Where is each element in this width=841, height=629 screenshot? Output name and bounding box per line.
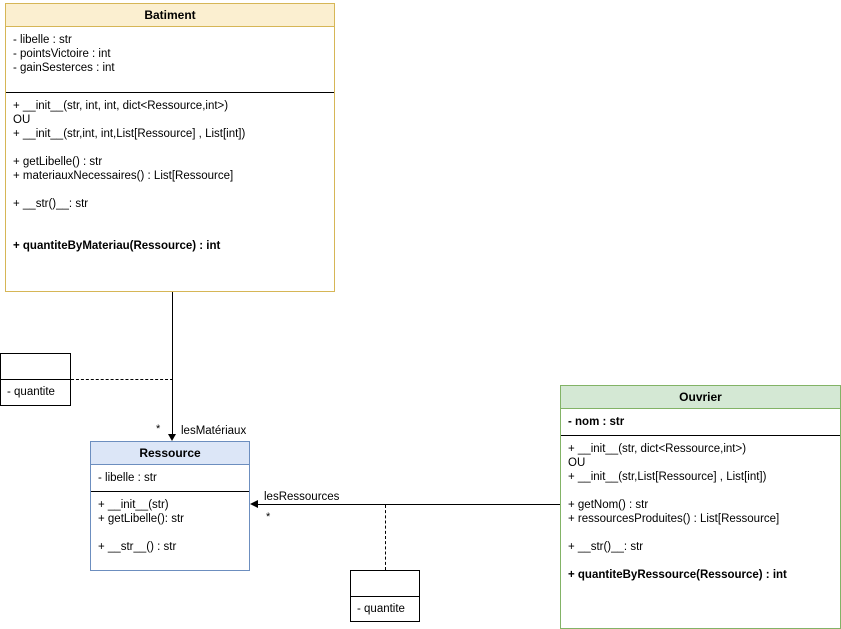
member-line: - pointsVictoire : int [13, 48, 111, 60]
association-class-materiau-attribute: - quantite [7, 386, 55, 398]
arrowhead-batiment-ressource [168, 434, 176, 441]
spacer-line [13, 141, 328, 155]
member-line: + __init__(str, dict<Ressource,int>) [568, 443, 747, 455]
class-box-batiment[interactable]: Batiment - libelle : str - pointsVictoire… [5, 3, 335, 292]
member-line: + __init__(str,int, int,List[Ressource] … [13, 128, 246, 140]
class-operations-batiment: + __init__(str, int, int, dict<Ressource… [6, 93, 334, 259]
member-line: OU [568, 457, 586, 469]
member-line: + __init__(str) [98, 499, 169, 511]
association-class-materiau-header [1, 354, 70, 380]
member-line: + getLibelle() : str [13, 156, 103, 168]
member-line: + __init__(str,List[Ressource] , List[in… [568, 471, 767, 483]
member-line: OU [13, 114, 31, 126]
class-attributes-ouvrier: - nom : str [561, 409, 840, 436]
spacer-line [13, 183, 328, 197]
member-line: + __str()__: str [13, 198, 89, 210]
class-title-ouvrier: Ouvrier [561, 386, 840, 409]
member-line: - gainSesterces : int [13, 62, 115, 74]
member-line: + ressourcesProduites() : List[Ressource… [568, 513, 780, 525]
association-class-ressource-header [351, 571, 419, 597]
class-operations-ressource: + __init__(str) + getLibelle(): str + __st… [91, 492, 249, 560]
class-box-ressource[interactable]: Ressource - libelle : str + __init__(str… [90, 441, 250, 571]
association-label-lesmateriaux: lesMatériaux [181, 425, 247, 437]
class-title-batiment: Batiment [6, 4, 334, 27]
spacer-line [568, 554, 834, 568]
class-attributes-batiment: - libelle : str - pointsVictoire : int - g… [6, 27, 334, 93]
member-line: - libelle : str [98, 472, 157, 484]
association-line-batiment-ressource [172, 291, 173, 434]
spacer-line [13, 225, 328, 239]
multiplicity-batiment-ressource: * [156, 423, 161, 435]
association-line-ouvrier-ressource [258, 504, 560, 505]
spacer-line [568, 484, 834, 498]
member-line: + quantiteByRessource(Ressource) : int [568, 569, 787, 581]
association-class-ressource-quantite: - quantite [350, 570, 420, 622]
spacer-line [13, 211, 328, 225]
association-label-lesressources: lesRessources [264, 491, 340, 503]
member-line: - libelle : str [13, 34, 72, 46]
association-class-link-materiau [71, 379, 173, 380]
spacer-line [98, 526, 243, 540]
class-operations-ouvrier: + __init__(str, dict<Ressource,int>) OU + … [561, 436, 840, 588]
member-line: + __str__() : str [98, 541, 177, 553]
member-line: + __str()__: str [568, 541, 644, 553]
member-line: + getNom() : str [568, 499, 649, 511]
association-class-materiau-quantite: - quantite [0, 353, 71, 406]
association-class-ressource-attribute: - quantite [357, 603, 405, 615]
multiplicity-ouvrier-ressource: * [266, 511, 271, 523]
association-class-link-ressource [385, 505, 386, 570]
member-line: - nom : str [568, 416, 625, 428]
member-line: + quantiteByMateriau(Ressource) : int [13, 240, 221, 252]
arrowhead-ouvrier-ressource [250, 500, 258, 508]
class-title-ressource: Ressource [91, 442, 249, 465]
member-line: + __init__(str, int, int, dict<Ressource… [13, 100, 229, 112]
class-box-ouvrier[interactable]: Ouvrier - nom : str + __init__(str, dict… [560, 385, 841, 629]
spacer-line [568, 526, 834, 540]
member-line: + materiauxNecessaires() : List[Ressourc… [13, 170, 234, 182]
member-line: + getLibelle(): str [98, 513, 184, 525]
class-attributes-ressource: - libelle : str [91, 465, 249, 492]
